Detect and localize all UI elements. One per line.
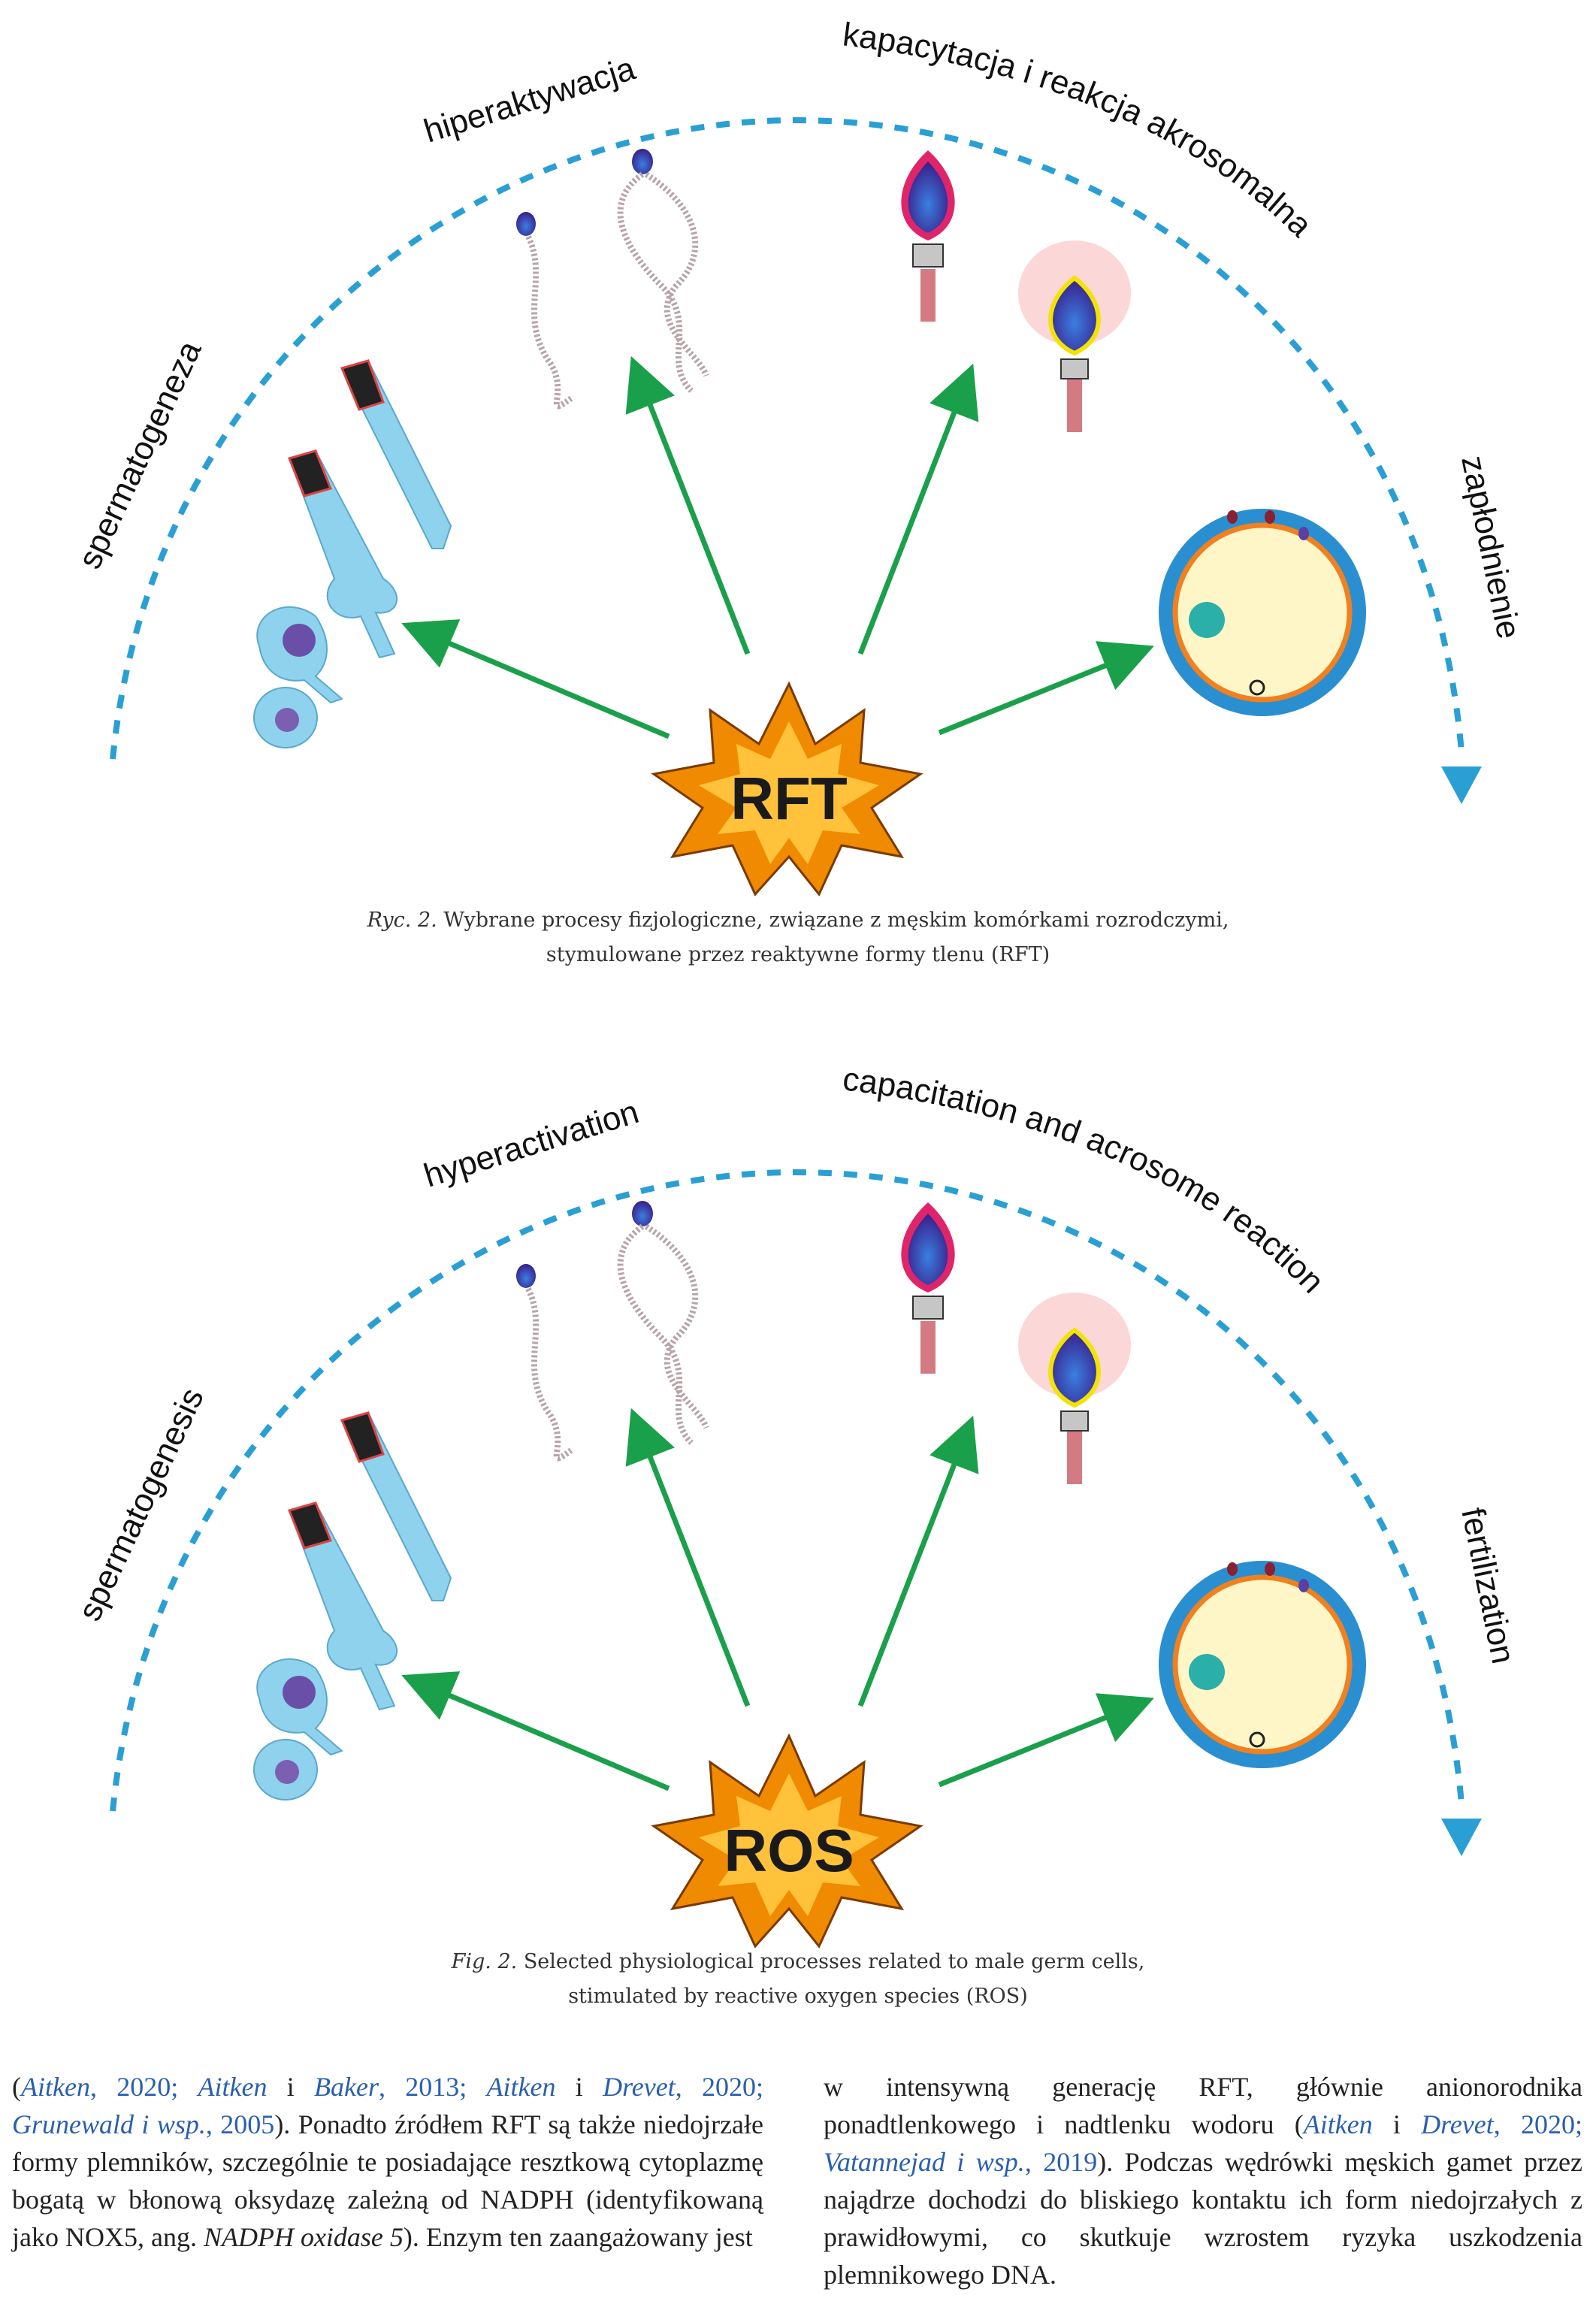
caption-line2: stymulowane przez reaktywne formy tlenu … bbox=[546, 943, 1050, 966]
ros-label: ROS bbox=[724, 1817, 854, 1884]
hyperactivated-sperm bbox=[516, 149, 709, 410]
process-arc bbox=[110, 1169, 1465, 1812]
caption-line1: Wybrane procesy fizjologiczne, związane … bbox=[443, 909, 1229, 932]
caption-line2: stimulated by reactive oxygen species (R… bbox=[568, 1985, 1028, 2008]
citation-link[interactable]: Baker bbox=[314, 2072, 379, 2102]
stimulation-arrows bbox=[401, 355, 1154, 739]
citation-link[interactable]: Aitken bbox=[198, 2072, 268, 2102]
spermatogenesis-cells bbox=[253, 1411, 452, 1801]
citation-link[interactable]: Vatannejad i wsp. bbox=[824, 2147, 1025, 2177]
ros-burst: ROS bbox=[651, 1733, 923, 1949]
label-spermatogenesis: spermatogenesis bbox=[71, 1383, 211, 1626]
process-arc bbox=[110, 116, 1465, 760]
oocyte bbox=[1159, 509, 1366, 716]
label-hyperactivation: hiperaktywacja bbox=[419, 50, 639, 150]
caption-polish: Ryc. 2. Wybrane procesy fizjologiczne, z… bbox=[0, 903, 1596, 972]
citation-link[interactable]: Drevet bbox=[603, 2072, 676, 2102]
body-text-left-column: (Aitken, 2020; Aitken i Baker, 2013; Ait… bbox=[12, 2072, 764, 2252]
caption-label: Ryc. 2. bbox=[367, 909, 437, 932]
figure-polish: spermatogeneza hiperaktywacja kapacytacj… bbox=[0, 0, 1596, 966]
label-fertilization: fertilization bbox=[1454, 1504, 1522, 1667]
hyperactivated-sperm bbox=[516, 1201, 709, 1462]
citation-link[interactable]: Grunewald i wsp. bbox=[12, 2109, 206, 2139]
stimulation-arrows bbox=[401, 1407, 1154, 1791]
label-hyperactivation: hyperactivation bbox=[419, 1093, 642, 1195]
capacitated-sperm bbox=[901, 150, 1131, 432]
caption-label: Fig. 2. bbox=[451, 1950, 518, 1973]
figure-english: spermatogenesis hyperactivation capacita… bbox=[0, 1037, 1596, 2008]
citation-link[interactable]: Aitken bbox=[21, 2072, 90, 2102]
spermatogenesis-cells bbox=[253, 359, 452, 748]
figure-english-diagram: spermatogenesis hyperactivation capacita… bbox=[71, 1060, 1522, 1949]
figure-polish-diagram: spermatogeneza hiperaktywacja kapacytacj… bbox=[71, 16, 1528, 896]
citation-link[interactable]: Aitken bbox=[1303, 2109, 1373, 2139]
rft-burst: RFT bbox=[651, 681, 923, 896]
body-text-right-column: w intensywną generację RFT, głównie anio… bbox=[824, 2072, 1582, 2290]
oocyte bbox=[1159, 1561, 1366, 1768]
rft-label: RFT bbox=[730, 765, 848, 832]
citation-link[interactable]: Drevet bbox=[1421, 2109, 1494, 2139]
capacitated-sperm bbox=[901, 1202, 1131, 1484]
citation-link[interactable]: Aitken bbox=[486, 2072, 556, 2102]
label-fertilization: zapłodnienie bbox=[1454, 452, 1527, 642]
label-spermatogenesis: spermatogeneza bbox=[71, 335, 209, 574]
arc-arrowhead bbox=[1441, 766, 1482, 804]
arc-arrowhead bbox=[1441, 1819, 1482, 1856]
caption-english: Fig. 2. Selected physiological processes… bbox=[0, 1945, 1596, 2014]
caption-line1: Selected physiological processes related… bbox=[523, 1950, 1145, 1973]
